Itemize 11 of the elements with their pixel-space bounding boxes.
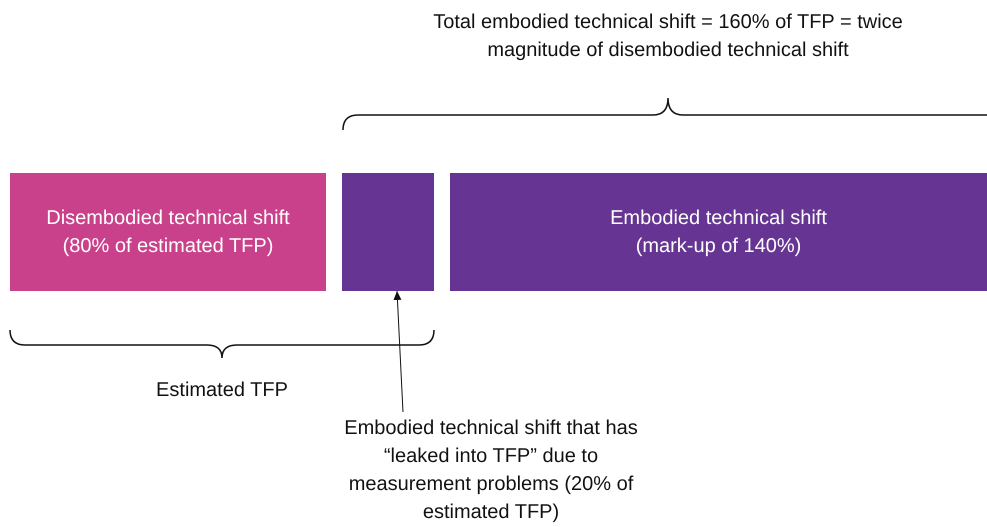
shift-block xyxy=(450,173,987,291)
block-label: (mark-up of 140%) xyxy=(636,234,802,259)
annotation-text: Embodied technical shift that has “leaked into TFP” due to measurement problems (20% of estimated TFP) xyxy=(343,416,639,525)
bracket-caption: Total embodied technical shift = 160% of TFP = twice magnitude of disembodied technical shift xyxy=(432,10,904,63)
block-label: (80% of estimated TFP) xyxy=(62,234,274,259)
leader-line xyxy=(393,290,404,412)
shift-block xyxy=(10,173,326,291)
bracket-caption: Estimated TFP xyxy=(155,378,289,403)
block-label: Embodied technical shift xyxy=(610,206,827,231)
shift-block xyxy=(342,173,434,291)
block-label: Disembodied technical shift xyxy=(46,206,290,231)
